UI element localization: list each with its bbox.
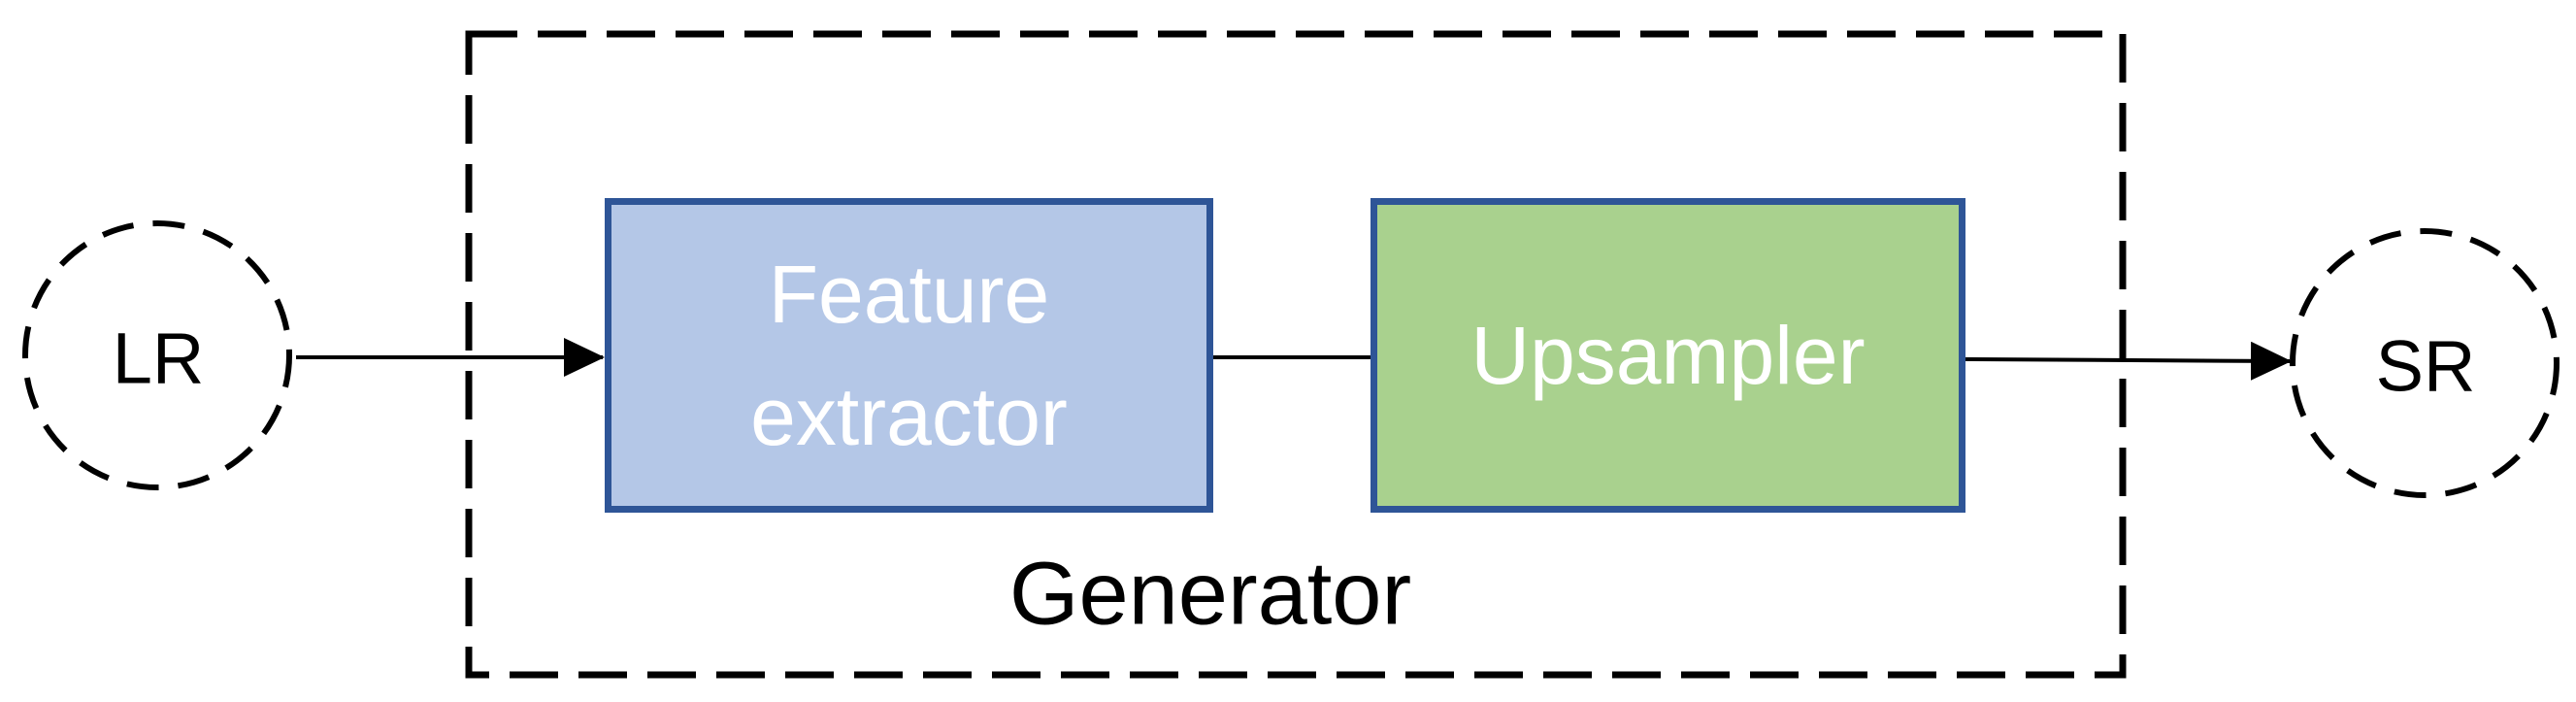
sr-node-circle — [2290, 228, 2559, 498]
upsampler-box: Upsampler — [1371, 198, 1965, 513]
generator-group-label: Generator — [1008, 544, 1412, 644]
feature-extractor-label: Feature extractor — [750, 249, 1068, 462]
sr-node-label: SR — [2375, 325, 2476, 407]
feature-extractor-box: Feature extractor — [605, 198, 1213, 513]
generator-group-box — [465, 30, 2127, 679]
lr-node-label: LR — [112, 318, 205, 399]
upsampler-label: Upsampler — [1470, 310, 1866, 401]
lr-node-circle — [22, 220, 292, 490]
arrow-upsampler-to-sr — [1965, 341, 2292, 381]
